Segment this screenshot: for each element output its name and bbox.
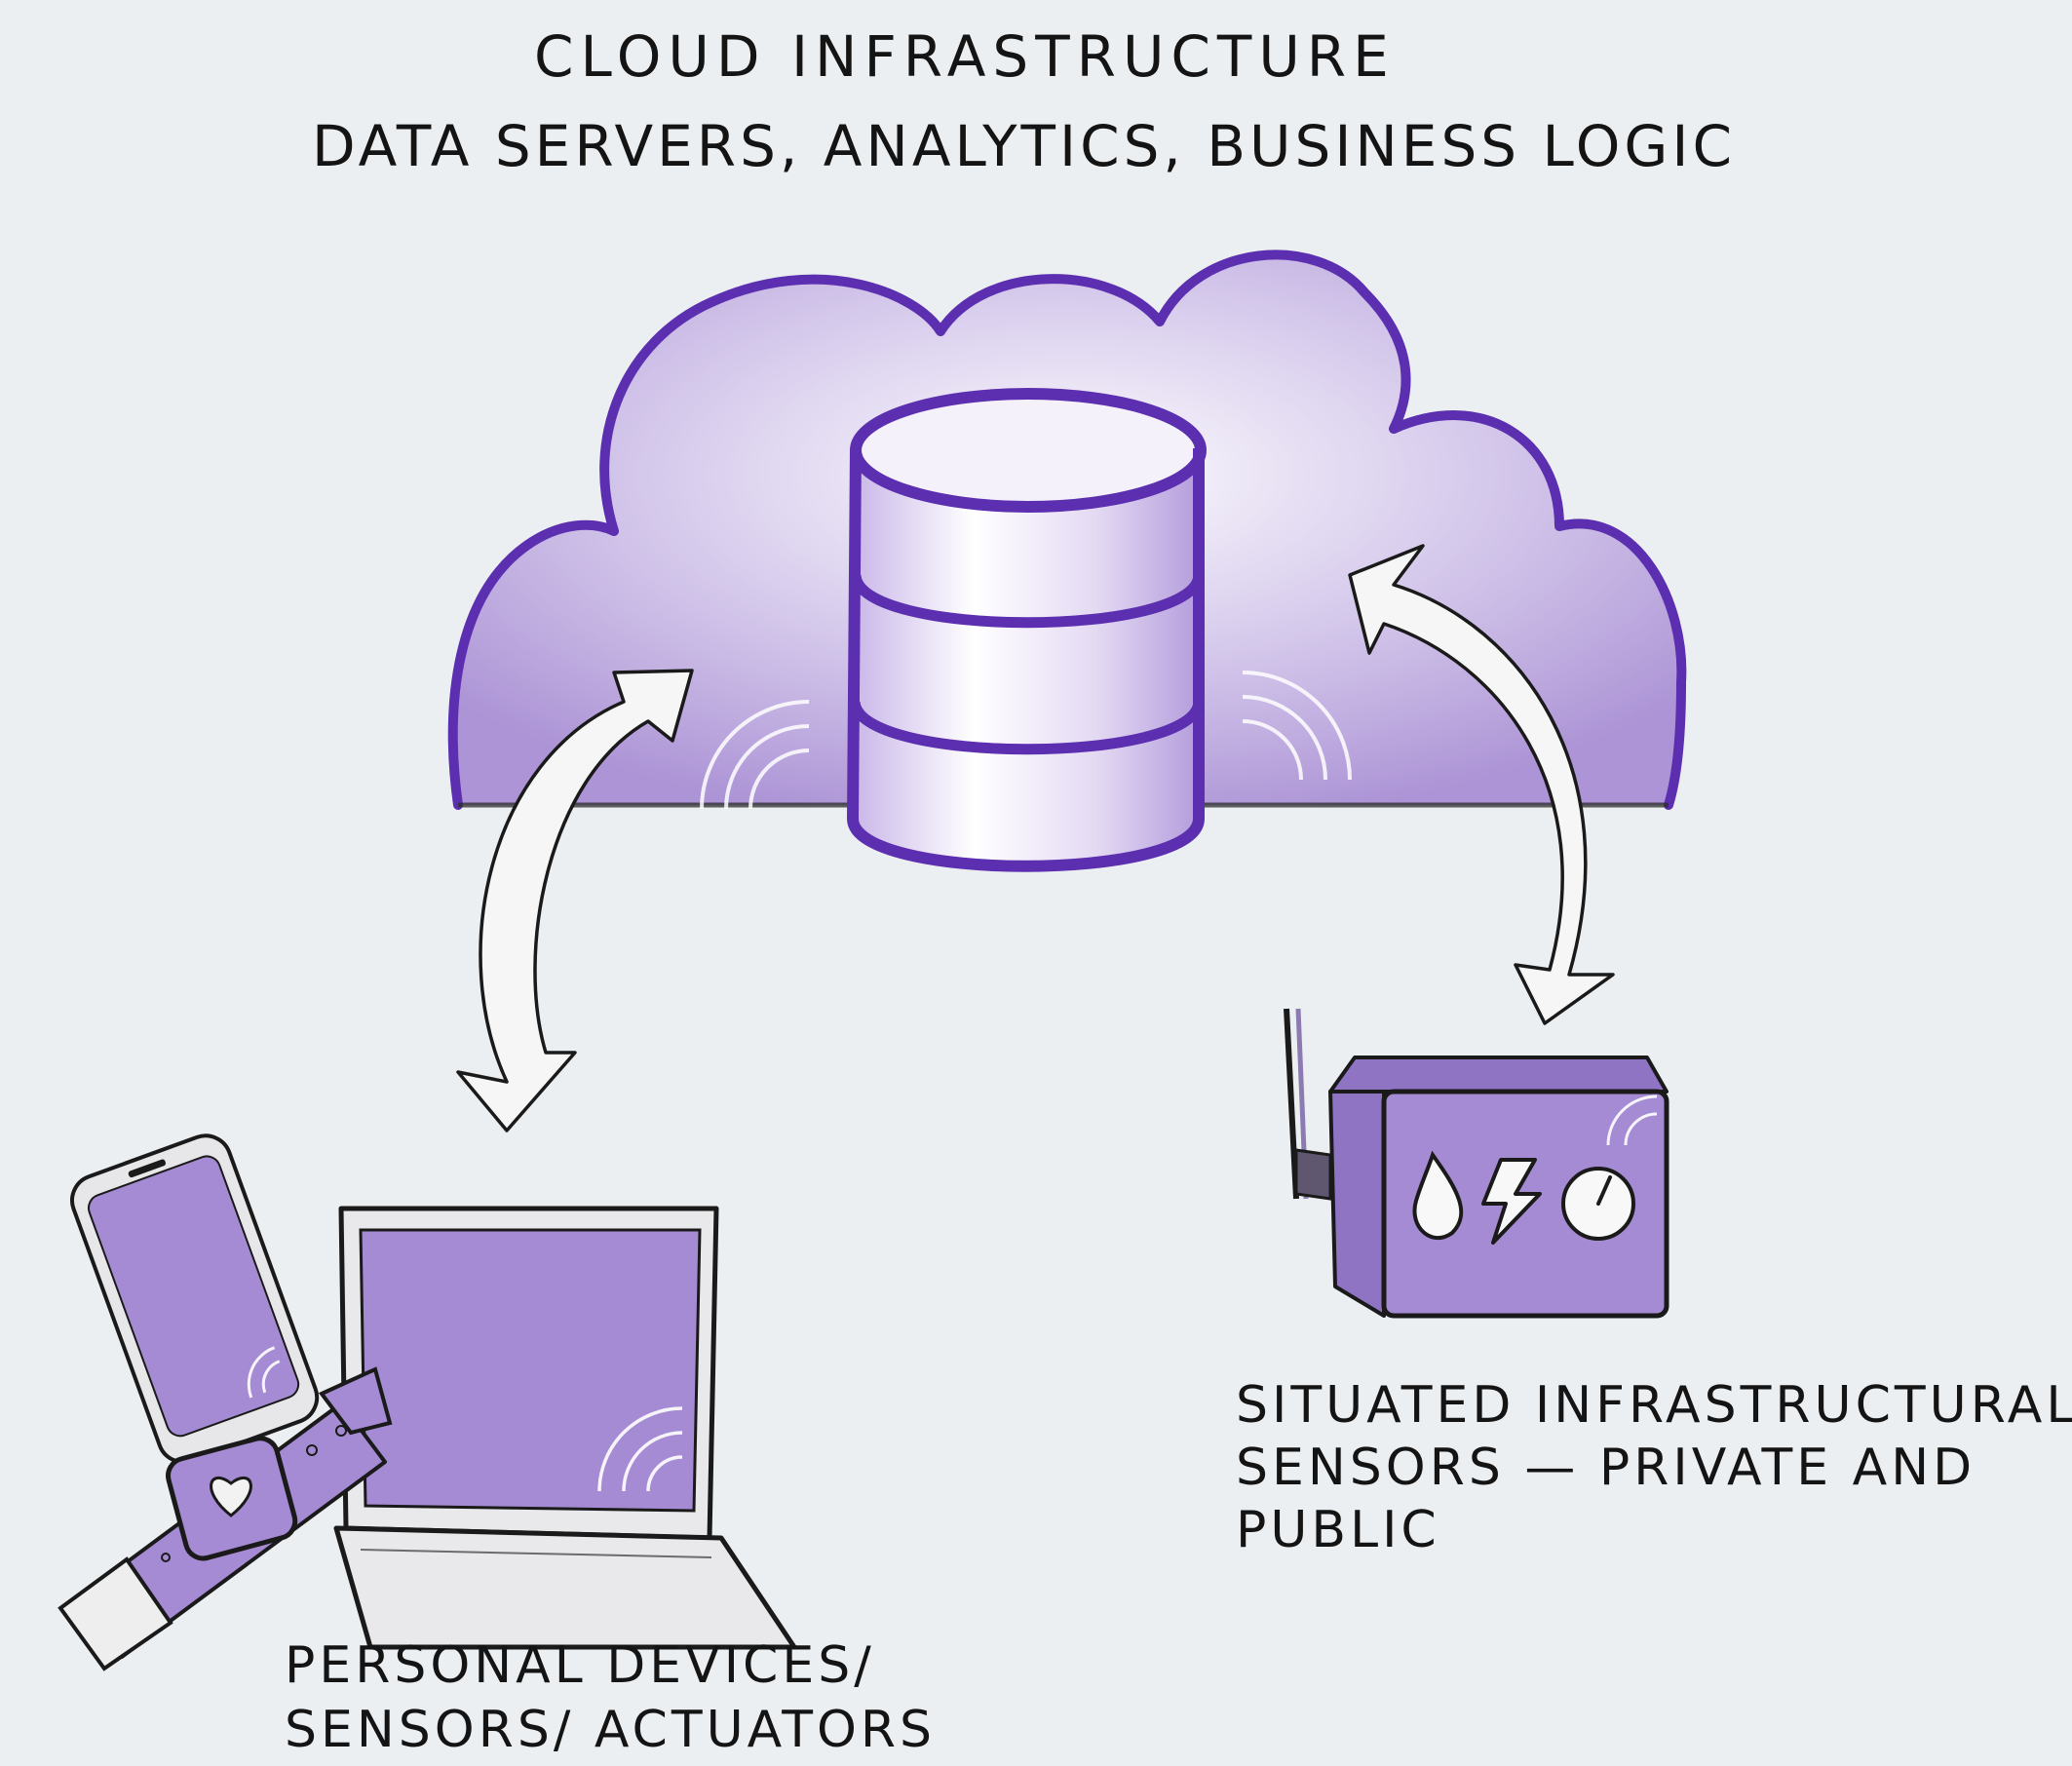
lightning-icon [1481, 1158, 1542, 1245]
smartwatch-icon [58, 1366, 393, 1671]
personal-devices-label-line-2: SENSORS/ ACTUATORS [285, 1701, 937, 1759]
sensor-box-icon [1284, 1008, 1669, 1319]
left-double-arrow [456, 669, 694, 1133]
laptop-icon [333, 1206, 797, 1650]
situated-sensors-label-line-3: PUBLIC [1236, 1501, 1440, 1559]
right-double-arrow [1348, 544, 1615, 1025]
gauge-icon [1561, 1167, 1635, 1241]
personal-devices-label-line-1: PERSONAL DEVICES/ [285, 1636, 875, 1695]
situated-sensors-label-line-1: SITUATED INFRASTRUCTURAL [1236, 1376, 2072, 1435]
cloud-infrastructure-title: CLOUD INFRASTRUCTURE [534, 23, 1396, 90]
personal-devices-label: PERSONAL DEVICES/ SENSORS/ ACTUATORS [285, 1633, 936, 1762]
cloud-infrastructure-subtitle: DATA SERVERS, ANALYTICS, BUSINESS LOGIC [312, 113, 1736, 179]
database-icon [847, 388, 1207, 872]
situated-sensors-label-line-2: SENSORS — PRIVATE AND [1236, 1439, 1976, 1497]
water-drop-icon [1412, 1150, 1464, 1241]
smartphone-icon [70, 1133, 320, 1465]
situated-sensors-label: SITUATED INFRASTRUCTURAL SENSORS — PRIVA… [1236, 1374, 2072, 1561]
